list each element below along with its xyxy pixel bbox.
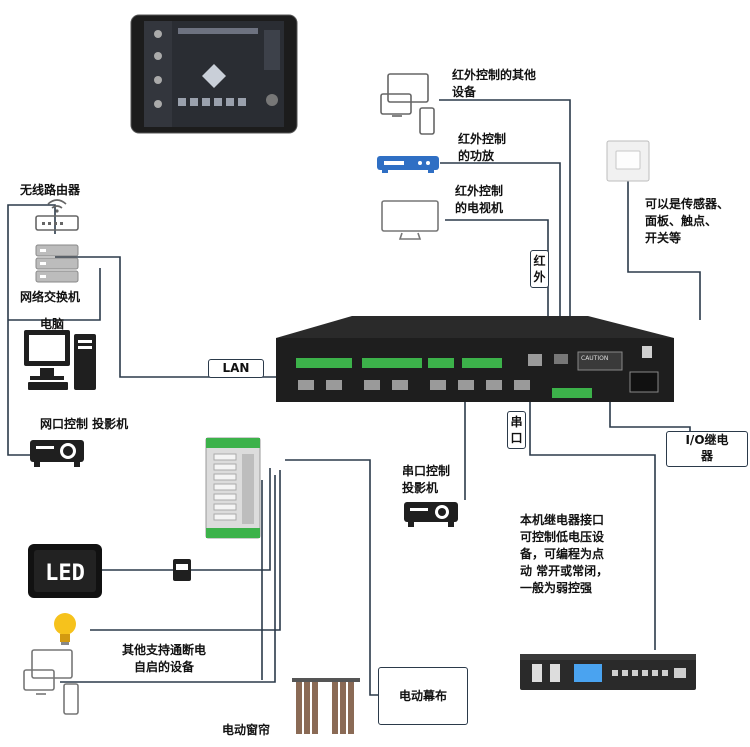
light-bulb-icon <box>54 613 76 645</box>
contactor-icon <box>173 559 191 581</box>
rack-relay-unit <box>520 654 696 690</box>
wireless-router-label: 无线路由器 <box>20 183 81 197</box>
network-switch-icon <box>35 244 79 283</box>
serial-tag: 串 口 <box>507 411 526 449</box>
ir-amplifier-icon <box>377 156 439 173</box>
central-controller-host: CAUTION <box>276 316 674 402</box>
network-projector-icon <box>30 440 84 467</box>
ir-computer-icon <box>380 73 435 135</box>
caution-label: CAUTION <box>581 355 608 362</box>
touch-panel-tablet <box>130 14 298 134</box>
serial-projector-label: 串口控制 投影机 <box>402 464 451 495</box>
electric-screen: 电动幕布 <box>378 667 468 725</box>
wireless-router-icon <box>35 199 79 231</box>
electric-curtain-label: 电动窗帘 <box>222 723 271 737</box>
relay-description: 本机继电器接口 可控制低电压设 备，可编程为点 动 常开或常闭， 一般为弱控强 <box>520 513 609 595</box>
network-projector-label: 网口控制 投影机 <box>40 417 129 431</box>
ir-tv-icon <box>381 200 439 240</box>
computer-label: 电脑 <box>40 317 65 331</box>
computer-icon <box>24 330 96 390</box>
led-display-icon: LED <box>28 544 102 598</box>
other-devices-label: 其他支持通断电 自启的设备 <box>121 643 206 674</box>
sensor-description: 可以是传感器、 面板、触点、 开关等 <box>645 197 730 245</box>
ir-other-devices-label: 红外控制的其他 设备 <box>452 68 537 99</box>
electric-curtain-icon <box>292 678 360 734</box>
lan-tag: LAN <box>208 359 264 378</box>
serial-projector-icon <box>404 502 458 527</box>
relay-module <box>205 437 261 539</box>
ir-tv-label: 红外控制 的电视机 <box>455 184 504 215</box>
led-display-text: LED <box>45 561 85 586</box>
network-switch-label: 网络交换机 <box>20 290 81 304</box>
ir-amplifier-label: 红外控制 的功放 <box>458 132 507 163</box>
io-relay-tag: I/O继电 器 <box>666 431 748 467</box>
other-device-computer-icon <box>23 649 79 715</box>
ir-tag: 红 外 <box>530 250 549 288</box>
switch-panel-icon <box>606 140 650 182</box>
